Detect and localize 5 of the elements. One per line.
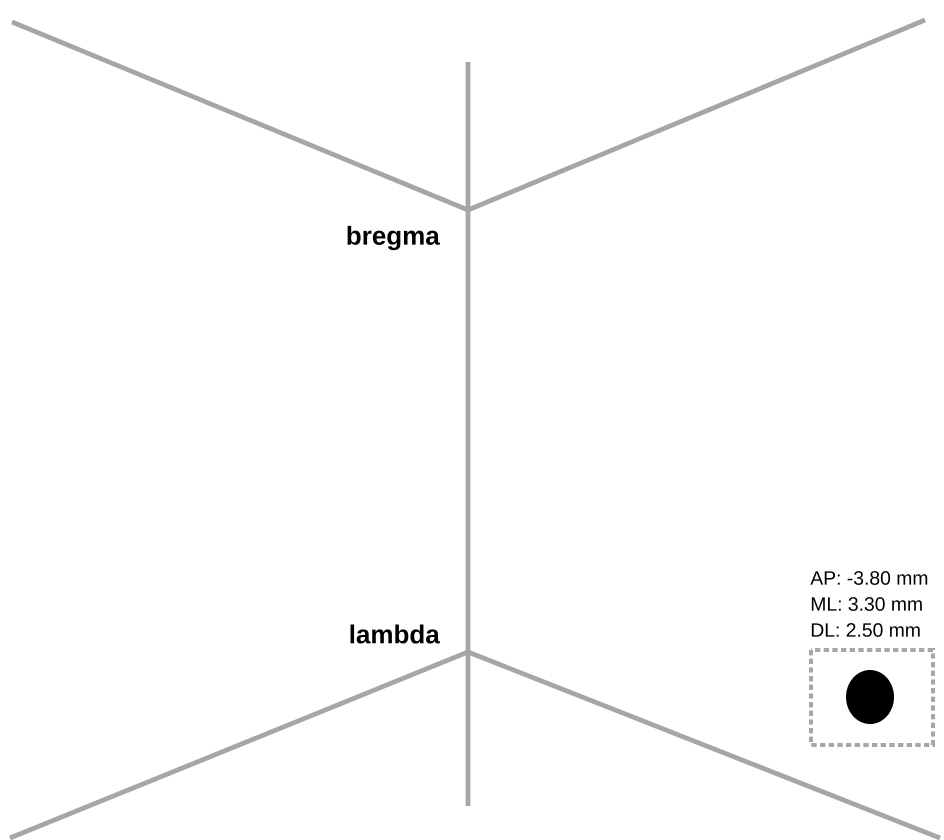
coordinate-label: AP: -3.80 mm: [810, 571, 928, 585]
landmark-label: lambda: [350, 624, 440, 644]
coordinate-label: DL: 2.50 mm: [812, 623, 920, 637]
coordinate-label: ML: 3.30 mm: [812, 597, 922, 611]
landmark-label: bregma: [348, 226, 440, 250]
